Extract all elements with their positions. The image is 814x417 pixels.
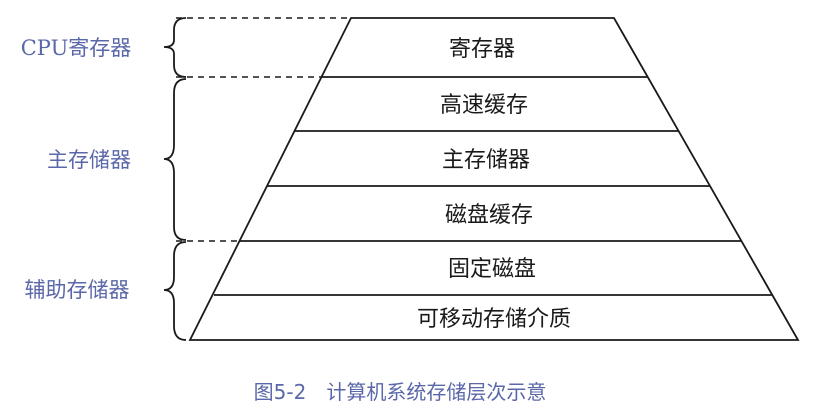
brace-cpu-registers	[163, 17, 187, 78]
group-label-main-memory: 主存储器	[47, 148, 131, 172]
level-label-registers: 寄存器	[449, 37, 515, 62]
level-label-fixed-disk: 固定磁盘	[448, 257, 536, 282]
level-label-disk-cache: 磁盘缓存	[445, 203, 533, 228]
pyramid-outline	[188, 17, 800, 341]
level-label-removable-media: 可移动存储介质	[417, 307, 571, 332]
brace-secondary-storage	[163, 241, 187, 341]
group-label-cpu-registers: CPU寄存器	[21, 36, 132, 60]
figure-caption: 图5-2 计算机系统存储层次示意	[254, 380, 547, 404]
brace-main-memory	[163, 78, 187, 241]
level-label-cache: 高速缓存	[440, 93, 528, 118]
level-label-main-memory: 主存储器	[442, 148, 530, 173]
group-label-secondary-storage: 辅助存储器	[25, 278, 130, 302]
